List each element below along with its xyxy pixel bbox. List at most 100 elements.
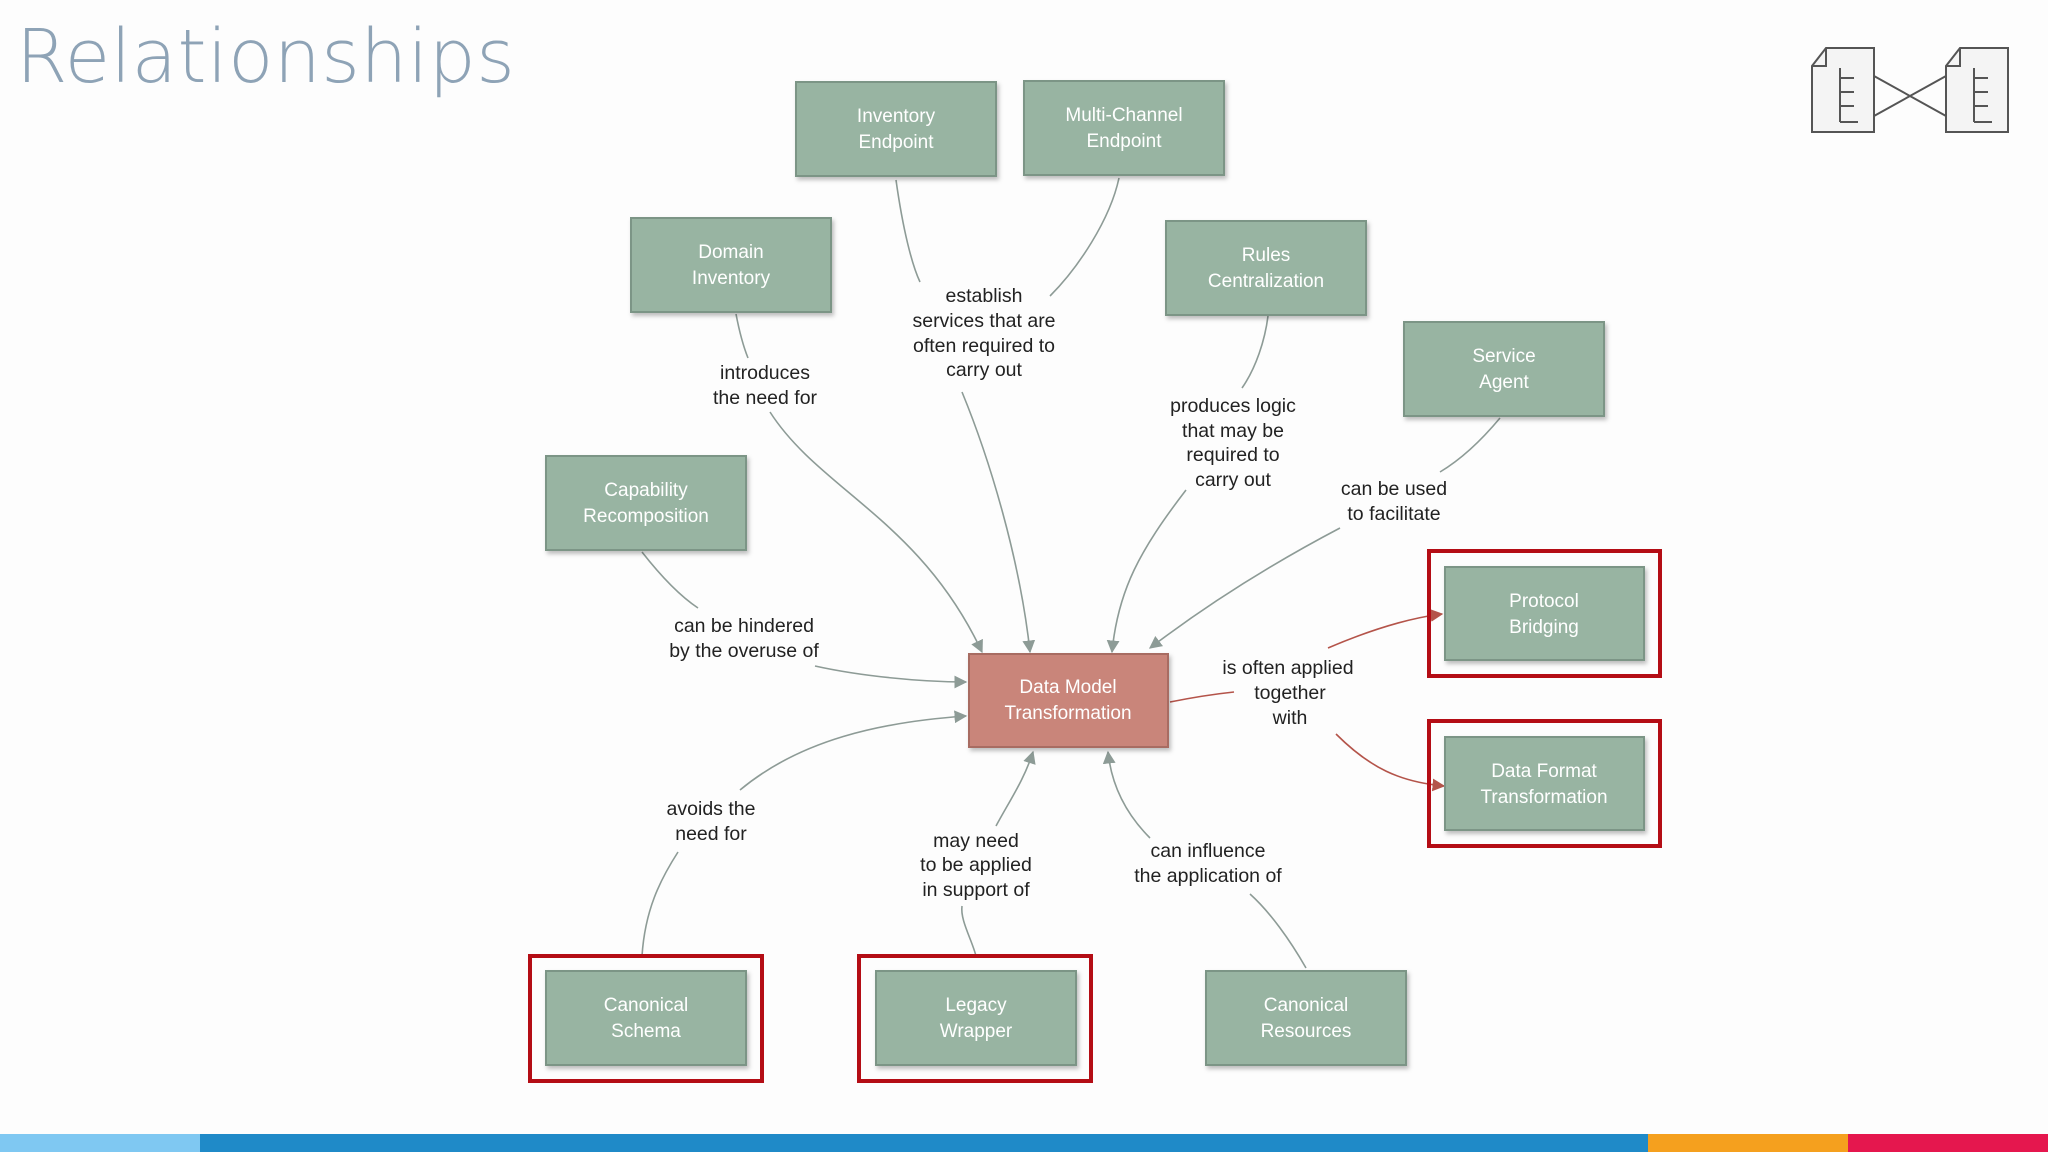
center-label-line2: Transformation: [1004, 703, 1131, 724]
edge-label-line: the need for: [713, 387, 818, 409]
edge-legacy-wrapper: [961, 905, 977, 957]
edge-label-line: carry out: [1195, 469, 1271, 491]
edge-label-line: can be used: [1341, 478, 1447, 500]
edge-label-line: that may be: [1182, 420, 1284, 442]
node-multi-channel-endpoint: Multi-Channel Endpoint: [1023, 80, 1225, 176]
node-label-line1: Domain: [698, 242, 763, 263]
node-legacy-wrapper: Legacy Wrapper: [875, 970, 1077, 1066]
edge-label-line: the application of: [1134, 865, 1282, 887]
center-label-line1: Data Model: [1019, 677, 1116, 698]
label-can-be-used: can be used to facilitate: [1341, 478, 1447, 525]
edge-label-line: may need: [933, 830, 1019, 852]
edge-introduces-to-center: [769, 411, 983, 654]
documents-link-icon: [1811, 47, 2009, 133]
node-label-line1: Protocol: [1509, 591, 1579, 612]
edge-label-line: can be hindered: [674, 615, 814, 637]
edge-center-to-often-applied: [1169, 691, 1235, 703]
node-inventory-endpoint: Inventory Endpoint: [795, 81, 997, 177]
edge-produces-to-center: [1106, 489, 1187, 654]
edge-label-line: can influence: [1151, 840, 1266, 862]
edge-label-line: establish: [946, 285, 1023, 307]
edge-label-line: to facilitate: [1347, 503, 1440, 525]
edge-label-line: often required to: [913, 335, 1055, 357]
label-can-be-hindered: can be hindered by the overuse of: [669, 615, 819, 662]
edge-can-influence-to-center: [1102, 750, 1151, 839]
bar-segment-blue: [200, 1134, 1648, 1152]
edge-capability-recomposition: [641, 551, 699, 609]
edge-label-line: in support of: [922, 879, 1030, 901]
node-label-line2: Agent: [1479, 372, 1529, 393]
edge-rules-centralization: [1241, 315, 1269, 389]
highlight-legacy-wrapper: [857, 954, 1093, 1083]
node-label-line2: Recomposition: [583, 506, 709, 527]
edge-to-protocol-bridging: [1327, 609, 1444, 649]
bar-segment-pink: [1848, 1134, 2048, 1152]
node-rules-centralization: Rules Centralization: [1165, 220, 1367, 316]
label-introduces: introduces the need for: [713, 362, 818, 409]
node-data-format-transformation: Data Format Transformation: [1444, 736, 1645, 831]
node-label-line1: Legacy: [945, 995, 1007, 1016]
edge-canonical-schema: [641, 851, 679, 957]
label-often-applied: is often applied together with: [1222, 657, 1353, 729]
node-label-line1: Service: [1472, 346, 1535, 367]
edges: [641, 177, 1501, 969]
node-service-agent: Service Agent: [1403, 321, 1605, 417]
edge-label-line: services that are: [912, 310, 1055, 332]
edge-inventory-endpoint: [895, 179, 921, 283]
highlight-protocol-bridging: [1427, 549, 1662, 678]
node-protocol-bridging: Protocol Bridging: [1444, 566, 1645, 661]
edge-canonical-resources: [1249, 893, 1307, 969]
edge-label-line: produces logic: [1170, 395, 1296, 417]
bar-segment-orange: [1648, 1134, 1848, 1152]
node-label-line2: Resources: [1261, 1021, 1352, 1042]
node-label-line2: Endpoint: [858, 132, 934, 153]
node-label-line1: Canonical: [1264, 995, 1349, 1016]
highlight-data-format-transformation: [1427, 719, 1662, 848]
edge-hindered-to-center: [814, 665, 968, 689]
edge-label-line: by the overuse of: [669, 640, 819, 662]
slide-title: Relationships: [16, 14, 516, 100]
node-label-line1: Canonical: [604, 995, 689, 1016]
bar-segment-light-blue: [0, 1134, 200, 1152]
edge-multi-channel-endpoint: [1049, 177, 1120, 297]
edge-label-line: avoids the: [667, 798, 756, 820]
label-produces: produces logic that may be required to c…: [1170, 395, 1296, 491]
edge-label-line: required to: [1186, 444, 1279, 466]
label-avoids: avoids the need for: [667, 798, 756, 845]
node-canonical-schema: Canonical Schema: [545, 970, 747, 1066]
edge-avoids-to-center: [739, 710, 968, 791]
edge-may-need-to-center: [995, 750, 1036, 827]
edge-label-line: need for: [675, 823, 747, 845]
label-can-influence: can influence the application of: [1134, 840, 1282, 887]
edge-domain-inventory: [735, 313, 749, 359]
node-domain-inventory: Domain Inventory: [630, 217, 832, 313]
node-label-line2: Bridging: [1509, 617, 1579, 638]
edge-can-be-used-to-center: [1148, 527, 1341, 649]
edge-label-line: carry out: [946, 359, 1022, 381]
edge-label-line: introduces: [720, 362, 810, 384]
node-capability-recomposition: Capability Recomposition: [545, 455, 747, 551]
node-label-line2: Endpoint: [1086, 131, 1162, 152]
node-label-line1: Data Format: [1491, 761, 1597, 782]
edge-label-line: is often applied: [1222, 657, 1353, 679]
label-establish: establish services that are often requir…: [912, 285, 1055, 381]
node-label-line2: Wrapper: [940, 1021, 1013, 1042]
edge-label-line: together: [1254, 682, 1326, 704]
node-label-line1: Rules: [1242, 245, 1291, 266]
node-label-line1: Multi-Channel: [1065, 105, 1182, 126]
node-label-line1: Inventory: [857, 106, 936, 127]
edge-service-agent: [1439, 417, 1501, 473]
node-canonical-resources: Canonical Resources: [1205, 970, 1407, 1066]
label-may-need: may need to be applied in support of: [920, 830, 1032, 901]
node-label-line1: Capability: [604, 480, 688, 501]
node-label-line2: Centralization: [1208, 271, 1324, 292]
highlight-canonical-schema: [528, 954, 764, 1083]
node-data-model-transformation: Data Model Transformation: [968, 653, 1169, 748]
edge-establish-to-center: [961, 391, 1036, 654]
node-label-line2: Inventory: [692, 268, 771, 289]
edge-label-line: with: [1272, 707, 1308, 729]
node-label-line2: Transformation: [1480, 787, 1607, 808]
edge-label-line: to be applied: [920, 854, 1032, 876]
bottom-color-bar: [0, 1134, 2048, 1152]
